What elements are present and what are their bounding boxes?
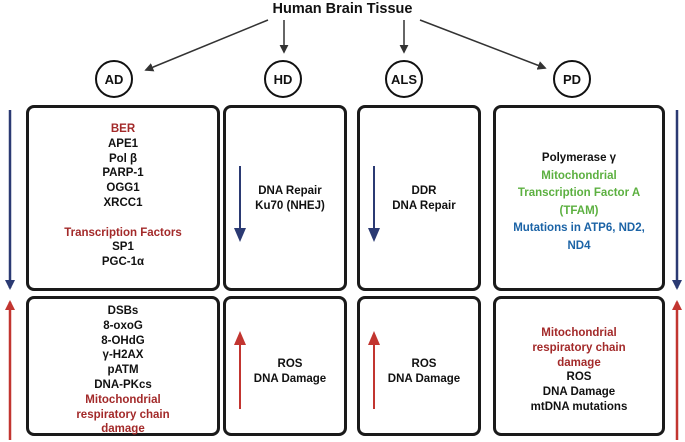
text-line: ROS xyxy=(411,358,437,370)
text-line: ND4 xyxy=(567,239,591,252)
als-top-text: DDR DNA Repair xyxy=(370,184,478,214)
text-line: DNA-PKcs xyxy=(94,378,152,391)
text-line: 8-OHdG xyxy=(101,334,145,347)
text-line: 8-oxoG xyxy=(103,319,143,332)
text-line: DNA Repair xyxy=(258,185,322,197)
text-line: SP1 xyxy=(112,241,134,254)
text-line: respiratory chain xyxy=(76,408,170,421)
text-line: PARP-1 xyxy=(102,167,144,180)
text-line: OGG1 xyxy=(106,182,140,195)
text-line: Pol β xyxy=(108,152,138,165)
text-line: DNA Damage xyxy=(542,386,616,399)
text-line: respiratory chain xyxy=(532,341,626,354)
text-line: damage xyxy=(101,423,145,436)
hd-bottom-box: ROS DNA Damage xyxy=(223,296,347,436)
text-line xyxy=(29,211,217,226)
text-line: PGC-1α xyxy=(101,256,145,269)
text-line: DNA Damage xyxy=(387,372,461,385)
text-line: XRCC1 xyxy=(103,196,143,209)
text-line: DDR xyxy=(411,185,437,197)
text-line: pATM xyxy=(107,364,139,377)
text-line: ROS xyxy=(566,371,592,384)
text-line: Transcription Factors xyxy=(64,226,182,239)
disease-circle-hd: HD xyxy=(264,60,302,98)
text-line: DSBs xyxy=(107,305,139,317)
text-line: damage xyxy=(557,356,601,369)
disease-circle-pd: PD xyxy=(553,60,591,98)
disease-circle-als: ALS xyxy=(385,60,423,98)
text-line: Ku70 (NHEJ) xyxy=(255,199,325,212)
connector-arrow-ad xyxy=(144,19,269,72)
text-line: APE1 xyxy=(107,137,139,150)
text-line: DNA Repair xyxy=(392,199,456,212)
text-line: DNA Damage xyxy=(253,372,327,385)
text-line: Mutations in ATP6, ND2, xyxy=(513,222,645,234)
text-line: (TFAM) xyxy=(559,204,599,217)
als-bottom-box: ROS DNA Damage xyxy=(357,296,481,436)
diagram-title: Human Brain Tissue xyxy=(272,1,413,17)
disease-circle-ad: AD xyxy=(95,60,133,98)
connector-arrow-pd xyxy=(419,19,547,70)
text-line: BER xyxy=(110,123,136,135)
hd-bottom-text: ROS DNA Damage xyxy=(236,357,344,387)
als-down-arrow xyxy=(368,166,380,242)
hd-down-arrow xyxy=(234,166,246,242)
text-line: Mitochondrial xyxy=(541,169,617,182)
text-line: ROS xyxy=(277,358,303,370)
als-up-arrow xyxy=(368,331,380,409)
text-line: mtDNA mutations xyxy=(530,400,628,413)
text-line: γ-H2AX xyxy=(102,349,144,362)
als-top-box: DDR DNA Repair xyxy=(357,105,481,291)
text-line: Mitochondrial xyxy=(85,393,161,406)
text-line: Mitochondrial xyxy=(541,327,617,339)
text-line: Transcription Factor A xyxy=(517,187,641,199)
als-bottom-text: ROS DNA Damage xyxy=(370,357,478,387)
text-line: Polymerase γ xyxy=(541,152,617,164)
hd-up-arrow xyxy=(234,331,246,409)
